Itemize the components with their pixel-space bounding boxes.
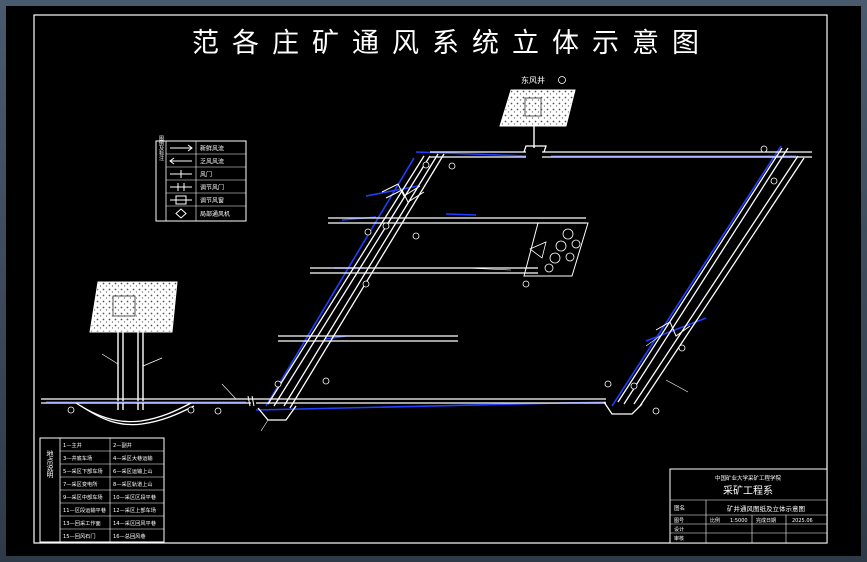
table-cell: 5—采区下部车场: [63, 467, 103, 475]
drawing-canvas[interactable]: 范各庄矿通风系统立体示意图 东风井: [6, 6, 861, 556]
air-door-icon: [170, 170, 192, 178]
legend-label: 乏风风流: [200, 158, 224, 166]
table-cell: 12—采区上部车场: [113, 506, 156, 514]
legend-label: 风门: [200, 171, 212, 179]
drawing-title: 范各庄矿通风系统立体示意图: [192, 28, 712, 59]
scale-value: 1:5000: [730, 518, 748, 524]
location-table: 地点说明 1—主井 2—副井 3—井底车场 4—采区大巷运输 5—采区下部车场 …: [39, 437, 165, 543]
north-marker-icon: [558, 76, 566, 84]
table-cell: 7—采区变电所: [63, 480, 97, 488]
table-cell: 15—回风石门: [63, 532, 96, 540]
table-cell: 2—副井: [113, 441, 132, 449]
table-cell: 9—采区中部车场: [63, 493, 103, 501]
legend-vertical-label: 图例及标注: [158, 136, 164, 162]
table-cell: 11—区段运输平巷: [63, 506, 107, 514]
leader-line: [142, 357, 163, 367]
diamond-icon: [175, 208, 187, 219]
designer-label: 设计: [674, 526, 684, 533]
legend: 图例及标注 新鲜风流 乏风风流 风门 调节风门 调节风窗 局部通风机: [155, 136, 247, 222]
table-cell: 13—回采工作面: [63, 519, 101, 527]
date-value: 2025.06: [792, 518, 813, 524]
fresh-air-arrow-icon: [170, 144, 193, 152]
legend-label: 调节风门: [200, 184, 224, 192]
shaft-label: 东风井: [521, 75, 545, 85]
date-label: 完成日期: [756, 517, 776, 524]
table-cell: 6—采区运输上山: [113, 467, 153, 475]
ventilation-drawing: 范各庄矿通风系统立体示意图 东风井: [33, 14, 828, 544]
airflow-lines: [46, 145, 796, 411]
wind-bridges: [247, 183, 691, 407]
checker-label: 审核: [674, 535, 684, 542]
table-vertical-label: 地点说明: [46, 449, 54, 479]
legend-label: 新鲜风流: [200, 145, 224, 153]
location-markers: [67, 145, 778, 415]
table-cell: 1—主井: [63, 441, 82, 449]
table-cell: 8—采区轨道上山: [113, 480, 153, 488]
working-face: [523, 222, 589, 277]
leader-line: [101, 353, 119, 365]
table-cell: 14—采区回风平巷: [113, 520, 157, 527]
drawing-border: [33, 14, 828, 544]
return-air-arrow-icon: [169, 157, 192, 165]
table-cell: 4—采区大巷运输: [113, 454, 153, 462]
field-label: 图名: [674, 504, 685, 512]
legend-label: 局部通风机: [200, 210, 230, 218]
legend-label: 调节风窗: [200, 197, 224, 205]
drawing-name: 矿井通风图纸及立体示意图: [727, 504, 805, 513]
table-cell: 3—井底车场: [63, 454, 92, 462]
face-supports: [529, 228, 581, 273]
headframe-icon: [112, 295, 136, 317]
department-name: 采矿工程系: [723, 484, 773, 497]
title-block: 中国矿业大学采矿工程学院 采矿工程系 图名 矿井通风图纸及立体示意图 图号 比例…: [669, 468, 828, 544]
school-name: 中国矿业大学采矿工程学院: [715, 474, 782, 482]
surface-block-west: [89, 281, 178, 333]
surface-block-east: [499, 89, 576, 127]
scale-label: 比例: [710, 517, 720, 524]
table-cells: 1—主井 2—副井 3—井底车场 4—采区大巷运输 5—采区下部车场 6—采区运…: [63, 441, 157, 540]
wind-bridge-icon: [170, 195, 192, 205]
regulator-icon: [170, 183, 192, 191]
shaft-building-icon: [524, 97, 542, 117]
leader-lines: [221, 267, 689, 432]
sheet-label: 图号: [674, 518, 684, 524]
table-cell: 10—采区区段平巷: [113, 493, 157, 501]
table-cell: 16—总回风巷: [113, 532, 146, 540]
